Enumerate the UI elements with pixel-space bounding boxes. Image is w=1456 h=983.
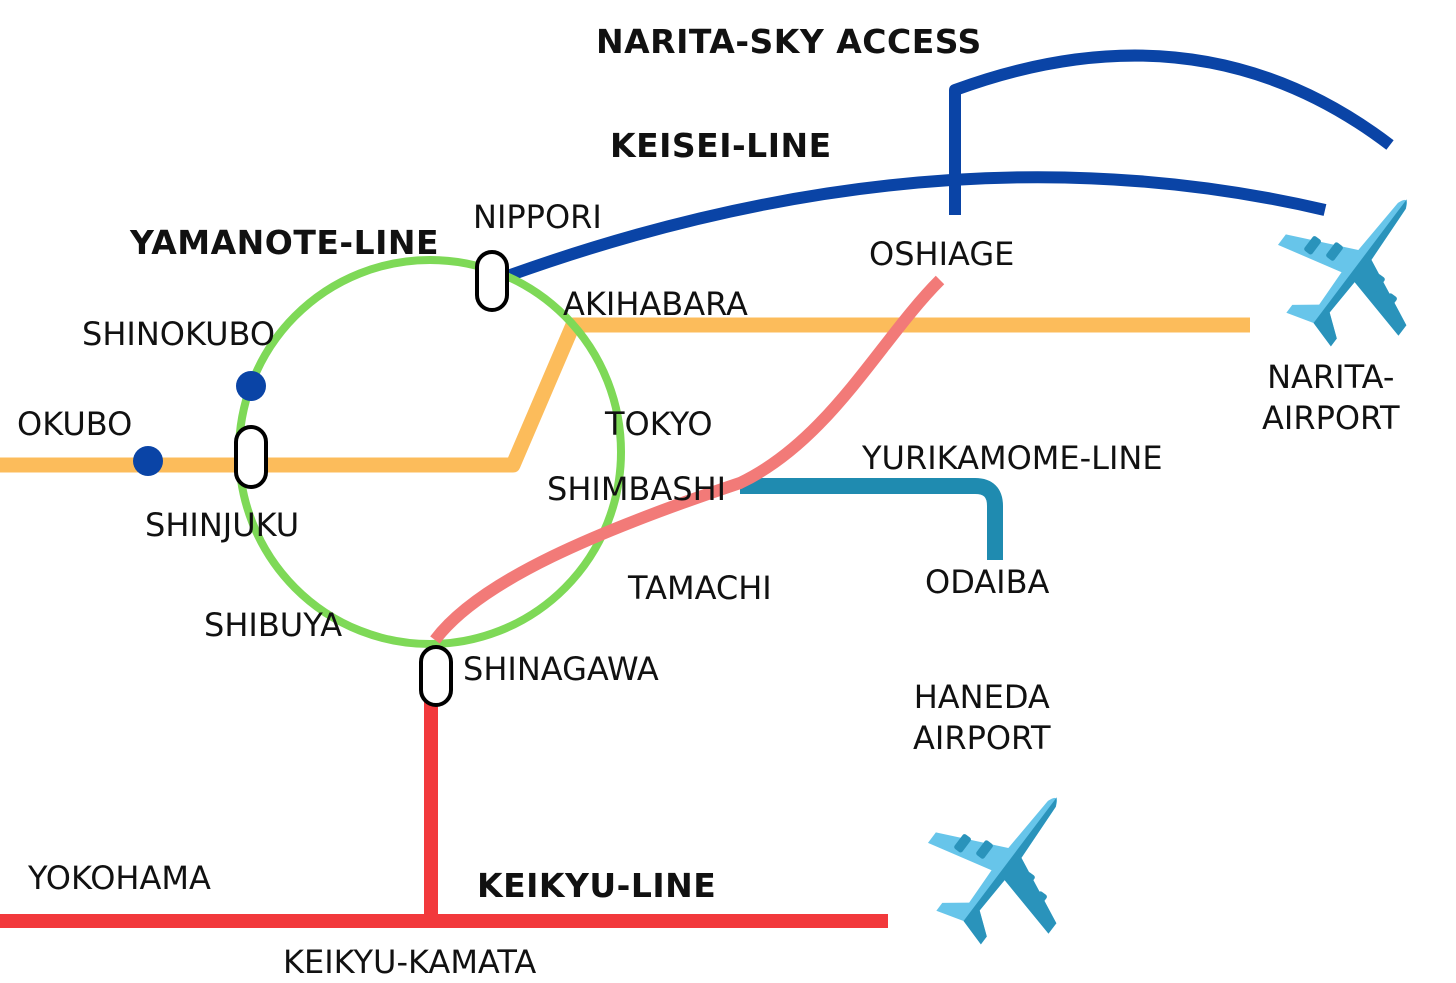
station-label-shinagawa: SHINAGAWA — [463, 650, 659, 688]
interchange-shinjuku — [234, 425, 268, 489]
keikyu-line-label: KEIKYU-LINE — [477, 866, 717, 905]
station-label-shinjuku: SHINJUKU — [145, 506, 300, 544]
station-label-akihabara: AKIHABARA — [563, 285, 748, 323]
station-label-shibuya: SHIBUYA — [204, 606, 343, 644]
keisei-line-label: KEISEI-LINE — [610, 126, 832, 165]
station-label-odaiba: ODAIBA — [925, 563, 1050, 601]
narita-sky-access-line — [949, 49, 1394, 215]
yamanote-line-label: YAMANOTE-LINE — [130, 223, 440, 262]
station-label-okubo: OKUBO — [17, 405, 133, 443]
airport-label-narita-line1: NARITA- — [1267, 358, 1395, 396]
yurikamome-line-label: YURIKAMOME-LINE — [862, 439, 1163, 477]
keikyu-line — [0, 700, 888, 928]
asakusa-line — [430, 275, 945, 644]
airport-label-narita: NARITA- AIRPORT — [1262, 357, 1400, 438]
keisei-line — [502, 171, 1327, 283]
station-label-keikyu-kamata: KEIKYU-KAMATA — [283, 943, 537, 981]
station-label-nippori: NIPPORI — [473, 198, 602, 236]
interchange-shinagawa — [419, 645, 453, 707]
airport-label-haneda-line1: HANEDA — [913, 678, 1050, 716]
airplane-icon — [1248, 153, 1456, 375]
airport-label-haneda: HANEDA AIRPORT — [913, 677, 1051, 758]
station-label-tamachi: TAMACHI — [628, 569, 772, 607]
station-label-tokyo: TOKYO — [605, 405, 713, 443]
station-dot-okubo — [133, 446, 163, 476]
narita-sky-access-label: NARITA-SKY ACCESS — [596, 22, 982, 61]
station-label-shimbashi: SHIMBASHI — [547, 470, 727, 508]
airport-label-haneda-line2: AIRPORT — [913, 718, 1051, 757]
interchange-nippori — [475, 250, 509, 312]
station-label-yokohama: YOKOHAMA — [28, 859, 211, 897]
station-label-shinokubo: SHINOKUBO — [82, 315, 276, 353]
airplane-icon — [898, 751, 1118, 973]
station-dot-shinokubo — [236, 371, 266, 401]
yurikamome-line — [740, 478, 1003, 560]
station-label-oshiage: OSHIAGE — [869, 235, 1015, 273]
airport-label-narita-line2: AIRPORT — [1262, 398, 1400, 437]
